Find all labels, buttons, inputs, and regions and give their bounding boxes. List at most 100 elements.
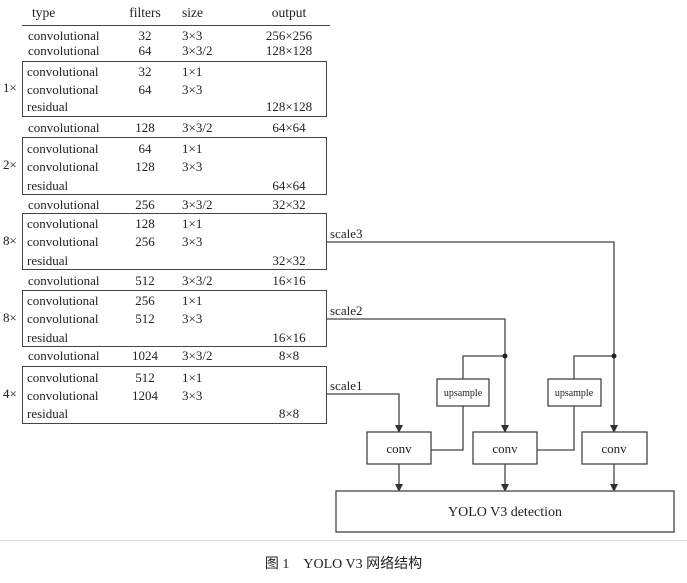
- detection-box: [335, 490, 675, 533]
- cell-output: 8×8: [278, 406, 300, 421]
- cell-type: convolutional: [27, 370, 99, 385]
- cell-size: 3×3: [182, 82, 203, 97]
- cell-size: 3×3/2: [182, 348, 213, 363]
- repeat-multiplier: 8×: [3, 232, 17, 248]
- cell-type: convolutional: [27, 234, 99, 249]
- cell-type: residual: [27, 99, 69, 114]
- junction-dot: [502, 353, 508, 359]
- conv1-label: conv: [386, 441, 412, 456]
- upsample2-in-line: [573, 355, 614, 379]
- cell-output: 32×32: [272, 253, 306, 268]
- header-size: size: [182, 5, 203, 20]
- cell-type: residual: [27, 178, 69, 193]
- figure-caption: 图 1 YOLO V3 网络结构: [264, 557, 423, 572]
- cell-filters: 256: [135, 293, 155, 308]
- detection-label: YOLO V3 detection: [448, 505, 562, 520]
- cell-type: convolutional: [27, 82, 99, 97]
- cell-filters: 64: [138, 43, 152, 58]
- scale3-label: scale3: [330, 226, 362, 241]
- cell-size: 1×1: [182, 293, 203, 308]
- cell-type: convolutional: [28, 120, 100, 135]
- cell-filters: 128: [135, 216, 155, 231]
- cell-type: convolutional: [28, 197, 100, 212]
- scale1-line: [326, 393, 403, 433]
- conv3-label: conv: [601, 441, 627, 456]
- cell-filters: 256: [135, 197, 155, 212]
- cell-output: 64×64: [272, 120, 306, 135]
- cell-output: 16×16: [272, 273, 306, 288]
- cell-filters: 1204: [132, 388, 158, 403]
- conv3-box: [581, 431, 648, 465]
- cell-output: 8×8: [278, 348, 300, 363]
- header-type: type: [32, 5, 56, 20]
- cell-output: 128×128: [265, 43, 313, 58]
- scale1-label: scale1: [330, 378, 362, 393]
- residual-block-box: [22, 366, 327, 424]
- header-output: output: [271, 5, 307, 20]
- cell-output: 256×256: [265, 28, 313, 43]
- repeat-multiplier: 2×: [3, 157, 17, 172]
- upsample1-label: upsample: [444, 388, 483, 399]
- cell-size: 3×3: [182, 311, 203, 326]
- residual-block-box: [22, 137, 327, 195]
- cell-filters: 128: [135, 120, 155, 135]
- cell-type: convolutional: [27, 293, 99, 308]
- cell-type: convolutional: [27, 216, 99, 231]
- cell-size: 3×3/2: [182, 43, 213, 58]
- cell-filters: 32: [138, 64, 152, 79]
- cell-type: convolutional: [28, 28, 100, 43]
- cell-type: convolutional: [27, 159, 99, 174]
- cell-filters: 512: [135, 370, 155, 385]
- upsample2-box: [547, 378, 602, 407]
- cell-size: 3×3: [182, 28, 203, 43]
- cell-size: 3×3: [182, 159, 203, 174]
- cell-output: 16×16: [272, 330, 306, 345]
- conv2-label: conv: [492, 441, 518, 456]
- cell-type: convolutional: [27, 388, 99, 403]
- cell-size: 1×1: [182, 141, 203, 156]
- cell-filters: 64: [138, 141, 152, 156]
- cell-type: residual: [27, 253, 69, 268]
- cell-size: 3×3/2: [182, 197, 213, 212]
- scale2-label: scale2: [330, 303, 362, 318]
- cell-size: 1×1: [182, 64, 203, 79]
- repeat-multiplier: 1×: [3, 80, 17, 95]
- conv1-box: [366, 431, 432, 465]
- cell-size: 1×1: [182, 370, 203, 385]
- cell-type: convolutional: [28, 348, 100, 363]
- cell-filters: 128: [135, 159, 155, 174]
- cell-output: 128×128: [265, 99, 313, 114]
- cell-size: 1×1: [182, 216, 203, 231]
- cell-output: 64×64: [272, 178, 306, 193]
- upsample2-label: upsample: [555, 388, 594, 399]
- cell-output: 32×32: [272, 197, 306, 212]
- upsample1-out-line: [431, 406, 464, 451]
- upsample2-out-line: [537, 406, 575, 451]
- cell-filters: 1024: [132, 348, 158, 363]
- cell-filters: 256: [135, 234, 155, 249]
- scale3-line: [326, 241, 618, 433]
- conv2-box: [472, 431, 538, 465]
- upsample1-box: [436, 378, 490, 407]
- header-filters: filters: [129, 5, 161, 20]
- cell-type: convolutional: [28, 43, 100, 58]
- junction-dot: [611, 353, 617, 359]
- scale2-line: [326, 318, 509, 433]
- repeat-multiplier: 4×: [3, 386, 17, 401]
- residual-block-box: [22, 61, 327, 117]
- upsample1-in-line: [462, 355, 505, 379]
- cell-size: 3×3/2: [182, 273, 213, 288]
- cell-filters: 64: [138, 82, 152, 97]
- divider: [0, 540, 687, 541]
- cell-size: 3×3: [182, 388, 203, 403]
- repeat-multiplier: 8×: [3, 309, 17, 325]
- header-rule: [22, 25, 330, 27]
- cell-size: 3×3/2: [182, 120, 213, 135]
- cell-type: convolutional: [27, 141, 99, 156]
- cell-type: residual: [27, 330, 69, 345]
- cell-filters: 32: [138, 28, 152, 43]
- cell-size: 3×3: [182, 234, 203, 249]
- cell-filters: 512: [135, 273, 155, 288]
